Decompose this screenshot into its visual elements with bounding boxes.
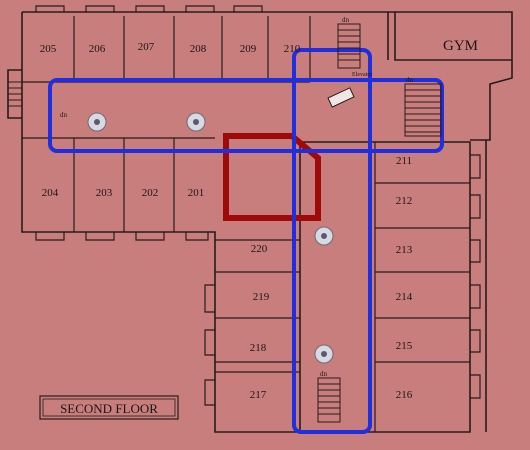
room-label: 212 bbox=[396, 195, 413, 207]
west-stairs bbox=[8, 81, 22, 107]
camera-marker-2 bbox=[186, 112, 206, 132]
room-label: 213 bbox=[396, 244, 413, 256]
south-stairs bbox=[317, 377, 341, 423]
floor-label-box: SECOND FLOOR bbox=[39, 395, 179, 420]
courtyard-highlight bbox=[223, 133, 321, 221]
room-labels-middle: 204 203 202 201 bbox=[42, 187, 205, 199]
room-label: 214 bbox=[396, 291, 413, 303]
room-label: 211 bbox=[396, 155, 412, 167]
north-stairs bbox=[337, 23, 361, 69]
east-corridor-highlight bbox=[292, 48, 372, 434]
room-label: 216 bbox=[396, 389, 413, 401]
dn-label: dn bbox=[60, 111, 68, 119]
room-label: 203 bbox=[96, 187, 113, 199]
room-label: 219 bbox=[253, 291, 270, 303]
north-top-rooms bbox=[22, 5, 311, 83]
room-label: 218 bbox=[250, 342, 267, 354]
room-labels-west: 220 219 218 217 bbox=[250, 243, 270, 401]
room-labels-top: 205 206 207 208 209 210 bbox=[40, 41, 301, 55]
dn-label: dn bbox=[342, 16, 350, 24]
room-label: 206 bbox=[89, 43, 106, 55]
east-rooms bbox=[374, 142, 481, 432]
room-label: 201 bbox=[188, 187, 205, 199]
room-label: 209 bbox=[240, 43, 257, 55]
west-rooms bbox=[204, 239, 300, 406]
east-stairs bbox=[404, 83, 442, 137]
camera-marker-4 bbox=[314, 344, 334, 364]
camera-marker-3 bbox=[314, 226, 334, 246]
room-label: 204 bbox=[42, 187, 59, 199]
elevator-label: Elevator bbox=[352, 72, 372, 78]
gym-label: GYM bbox=[443, 38, 478, 54]
room-label: 202 bbox=[142, 187, 159, 199]
room-labels-east: 211 212 213 214 215 216 bbox=[396, 155, 413, 401]
dn-label: dn bbox=[320, 370, 328, 378]
north-bottom-rooms bbox=[22, 137, 215, 241]
room-label: 215 bbox=[396, 340, 413, 352]
camera-marker-1 bbox=[87, 112, 107, 132]
room-label: 220 bbox=[251, 243, 268, 255]
room-label: 217 bbox=[250, 389, 267, 401]
dn-label: dn bbox=[406, 76, 414, 84]
elevator-icon bbox=[327, 87, 355, 108]
room-label: 208 bbox=[190, 43, 207, 55]
room-label: 205 bbox=[40, 43, 57, 55]
north-corridor-highlight bbox=[48, 78, 444, 153]
room-label: 210 bbox=[284, 43, 301, 55]
floor-label: SECOND FLOOR bbox=[60, 401, 158, 416]
building-outline bbox=[7, 11, 513, 433]
room-label: 207 bbox=[138, 41, 155, 53]
